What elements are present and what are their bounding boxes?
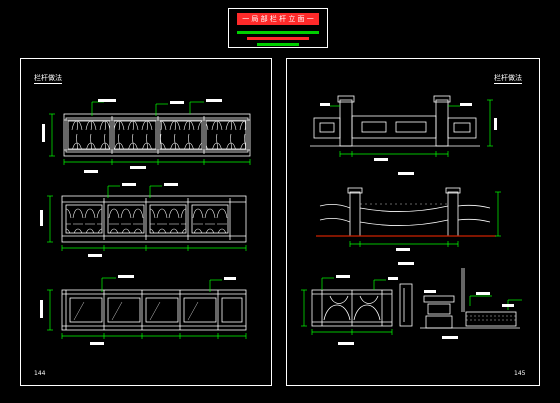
right-chain-balustrade-dims — [349, 191, 501, 247]
right-railing-detail-dims — [301, 277, 393, 335]
right-stone-balustrade-labels — [320, 103, 497, 175]
left-elevation-3 — [61, 289, 247, 331]
left-elevation-1 — [63, 113, 251, 157]
right-railing-detail-labels — [336, 275, 398, 345]
title-stripe-2 — [247, 37, 309, 40]
right-section-detail-labels — [424, 290, 514, 339]
right-railing-detail — [311, 283, 413, 327]
right-section-detail — [420, 268, 520, 329]
left-elevation-2 — [61, 195, 247, 243]
title-stripe-1 — [237, 31, 319, 34]
left-elevation-2-dims — [47, 185, 247, 251]
left-elevation-3-dims — [47, 277, 247, 339]
right-chain-balustrade — [319, 187, 491, 237]
right-stone-balustrade — [310, 95, 480, 147]
left-elevation-1-labels — [42, 99, 222, 173]
right-chain-balustrade-labels — [396, 248, 414, 265]
right-sheet-title: 栏杆做法 — [494, 74, 522, 84]
left-page-number: 144 — [34, 370, 46, 377]
right-section-detail-dims — [469, 295, 522, 310]
left-elevation-1-dims — [49, 101, 251, 165]
right-sheet — [286, 58, 540, 386]
left-sheet — [20, 58, 272, 386]
left-sheet-title: 栏杆做法 — [34, 74, 62, 84]
left-elevation-2-labels — [40, 183, 178, 257]
left-elevation-3-labels — [40, 275, 236, 345]
title-block: 一 局 部 栏 杆 立 面 一 — [228, 8, 328, 48]
right-page-number: 145 — [514, 370, 526, 377]
title-block-label: 一 局 部 栏 杆 立 面 一 — [237, 13, 319, 25]
title-stripe-3 — [257, 43, 299, 46]
right-stone-balustrade-dims — [330, 99, 493, 157]
